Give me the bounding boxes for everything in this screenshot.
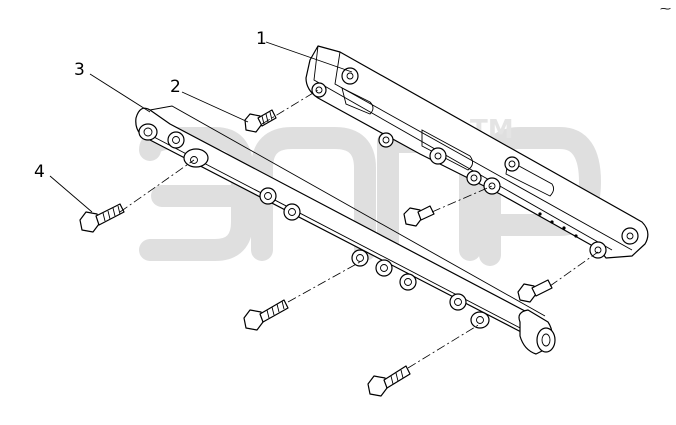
bolt-left bbox=[79, 203, 125, 233]
callout-1: 1 bbox=[256, 29, 267, 49]
bolt-bottom bbox=[367, 365, 411, 397]
bolt-center bbox=[403, 205, 435, 227]
callout-3: 3 bbox=[74, 60, 85, 80]
leader-lines bbox=[49, 41, 353, 213]
bracket-part bbox=[305, 45, 649, 259]
bolt-right bbox=[517, 279, 553, 303]
bolt-lower-middle bbox=[243, 299, 289, 331]
bolt-upper-left bbox=[244, 109, 277, 133]
center-lines bbox=[119, 89, 599, 369]
callout-4: 4 bbox=[34, 162, 45, 182]
corner-mark: ⁓ bbox=[660, 2, 671, 15]
callout-2: 2 bbox=[170, 77, 181, 97]
